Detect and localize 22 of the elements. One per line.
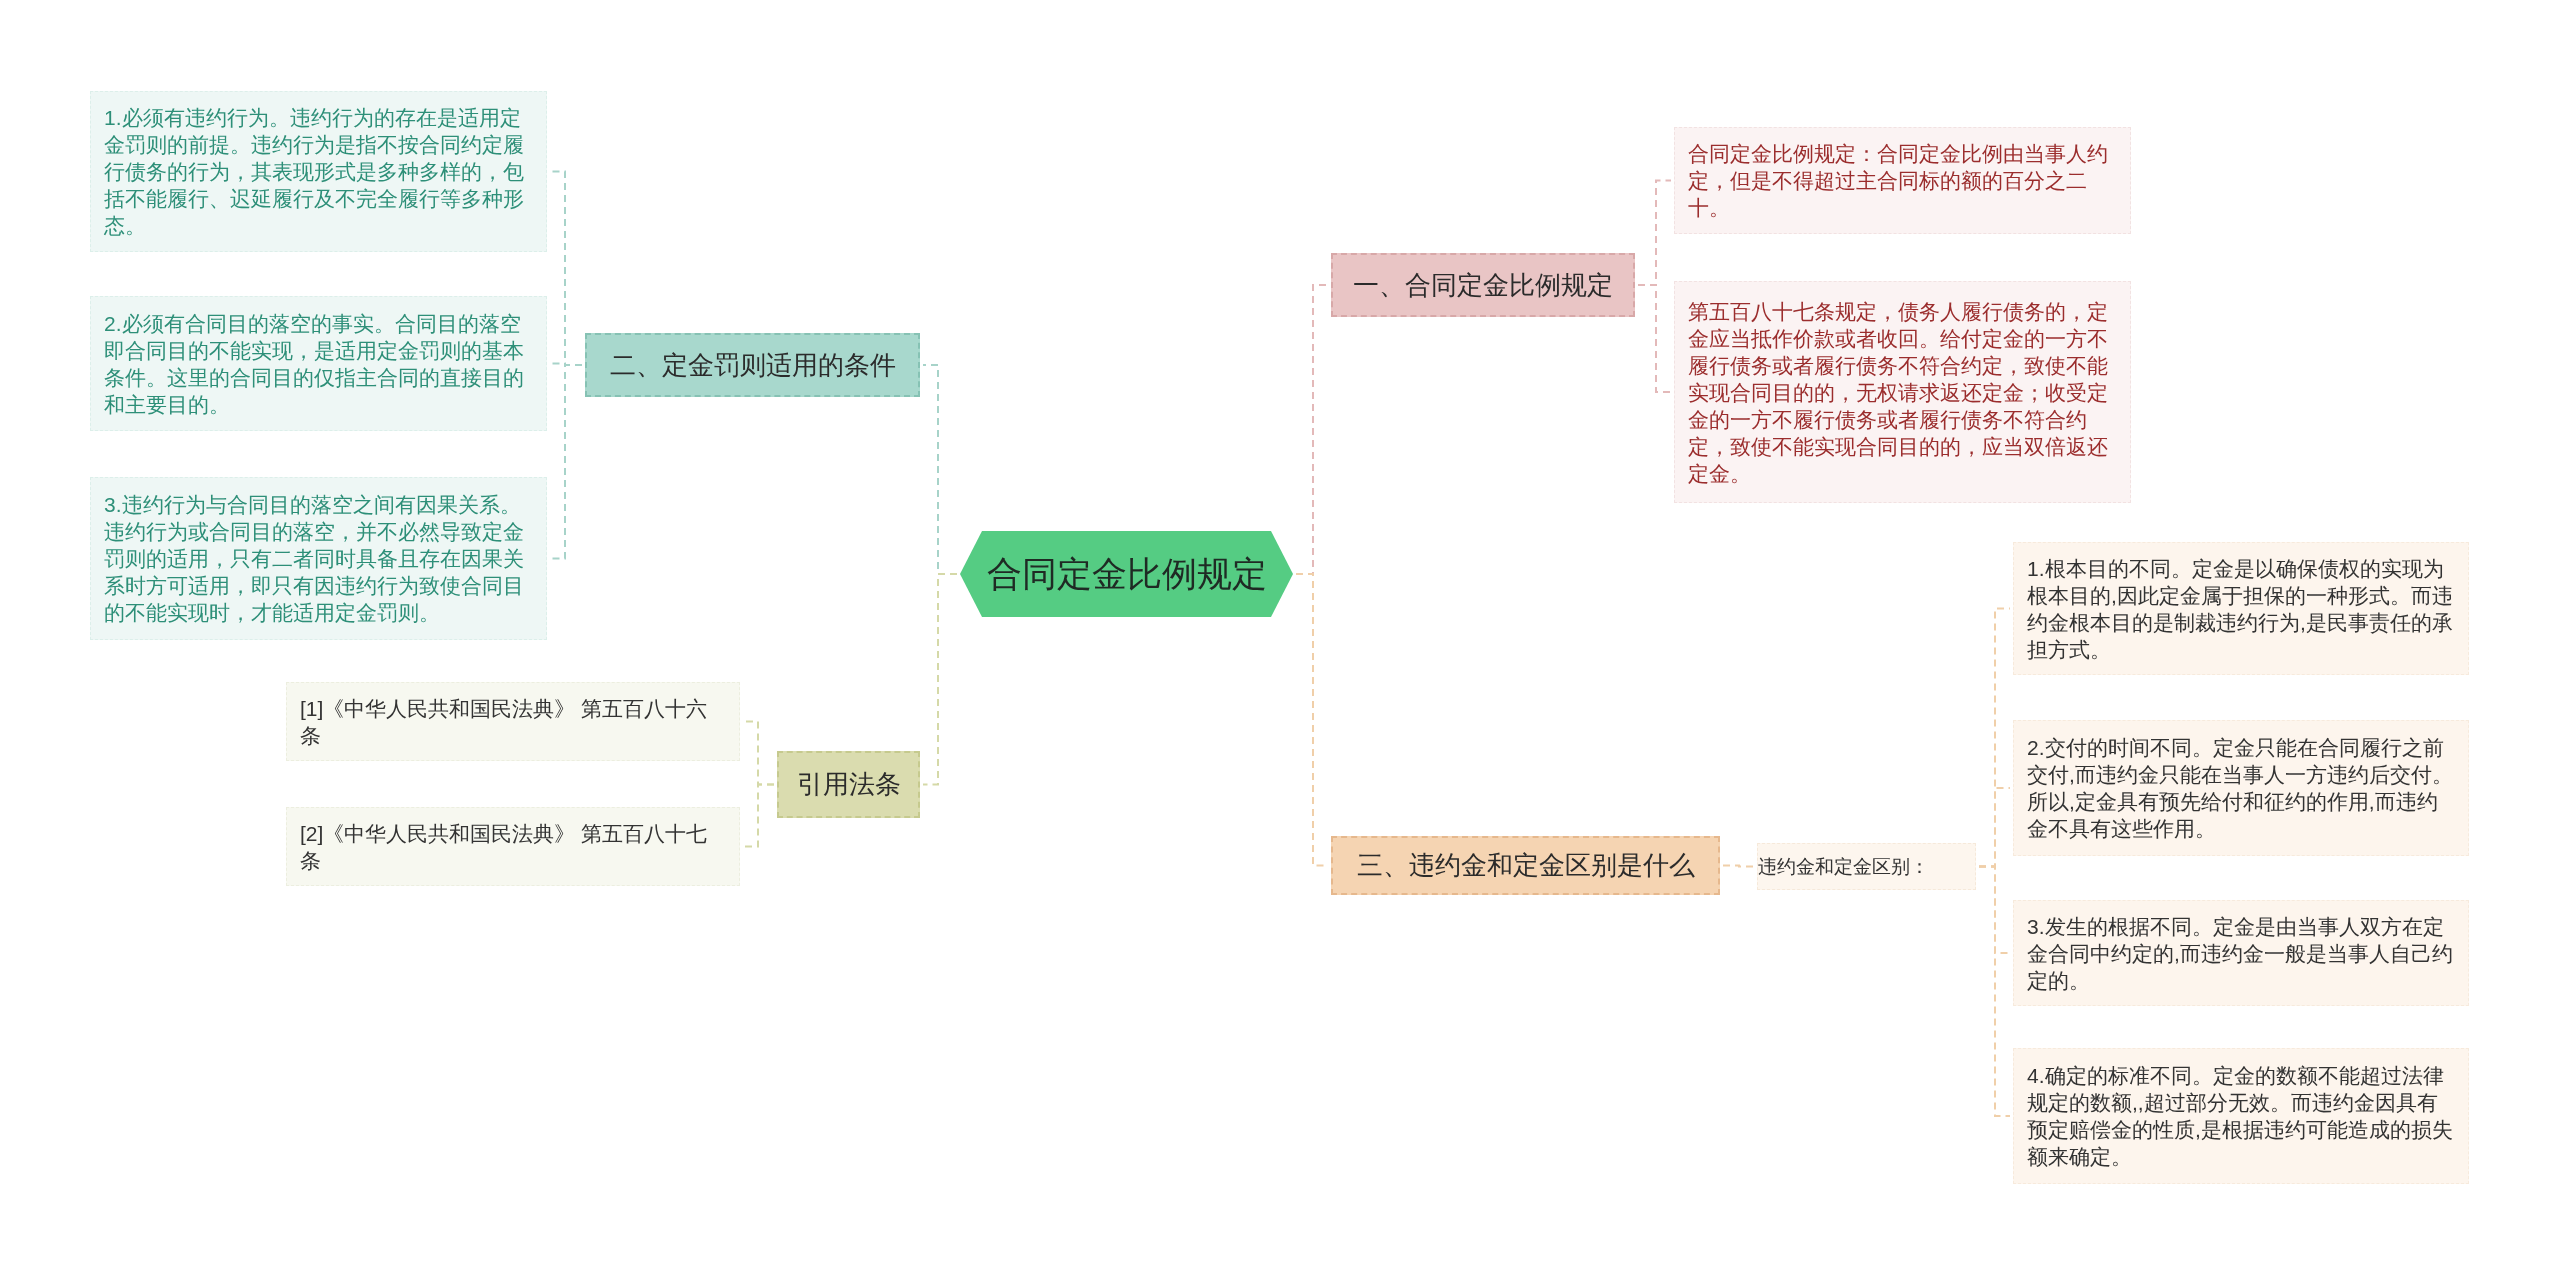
note-box: [2]《中华人民共和国民法典》 第五百八十七条 <box>286 807 740 886</box>
connector-line <box>742 783 775 848</box>
note-box: 4.确定的标准不同。定金的数额不能超过法律规定的数额,,超过部分无效。而违约金因具有预定赔偿金的性质,是根据违约可能造成的损失额来确定。 <box>2013 1048 2469 1184</box>
connector-line <box>1978 865 2011 1117</box>
note-box: 第五百八十七条规定，债务人履行债务的，定金应当抵作价款或者收回。给付定金的一方不履行债务或者履行债务不符合约定，致使不能实现合同目的的，无权请求返还定金；收受定金的一方不履行债务或者履行债务不符合约定，致使不能实现合同目的的，应当双倍返还定金。 <box>1674 281 2131 503</box>
note-box: 3.发生的根据不同。定金是由当事人双方在定金合同中约定的,而违约金一般是当事人自己约定的。 <box>2013 900 2469 1006</box>
topic-box: 二、定金罚则适用的条件 <box>585 333 920 397</box>
note-box: 2.交付的时间不同。定金只能在合同履行之前交付,而违约金只能在当事人一方违约后交付。所以,定金具有预先给付和征约的作用,而违约金不具有这些作用。 <box>2013 720 2469 856</box>
central-hexagon: 合同定金比例规定 <box>960 531 1293 617</box>
connector-line <box>1722 864 1755 868</box>
connector-line <box>1637 284 1672 393</box>
topic-box: 三、违约金和定金区别是什么 <box>1331 836 1720 895</box>
note-box: 3.违约行为与合同目的落空之间有因果关系。违约行为或合同目的落空，并不必然导致定金罚则的适用，只有二者同时具备且存在因果关系时方可适用，即只有因违约行为致使合同目的不能实现时，才能适用定金罚则。 <box>90 477 547 640</box>
note-box: 合同定金比例规定：合同定金比例由当事人约定，但是不得超过主合同标的额的百分之二十。 <box>1674 127 2131 234</box>
subtopic-box: 违约金和定金区别： <box>1757 843 1976 890</box>
topic-box: 一、合同定金比例规定 <box>1331 253 1635 317</box>
topic-box: 引用法条 <box>777 751 920 818</box>
note-box: [1]《中华人民共和国民法典》 第五百八十六条 <box>286 682 740 761</box>
connector-line <box>922 573 958 786</box>
note-box: 2.必须有合同目的落空的事实。合同目的落空即合同目的不能实现，是适用定金罚则的基本条件。这里的合同目的仅指主合同的直接目的和主要目的。 <box>90 296 547 431</box>
note-box: 1.必须有违约行为。违约行为的存在是适用定金罚则的前提。违约行为是指不按合同约定履行债务的行为，其表现形式是多种多样的，包括不能履行、迟延履行及不完全履行等多种形态。 <box>90 91 547 252</box>
note-box: 1.根本目的不同。定金是以确保债权的实现为根本目的,因此定金属于担保的一种形式。而违约金根本目的是制裁违约行为,是民事责任的承担方式。 <box>2013 542 2469 675</box>
